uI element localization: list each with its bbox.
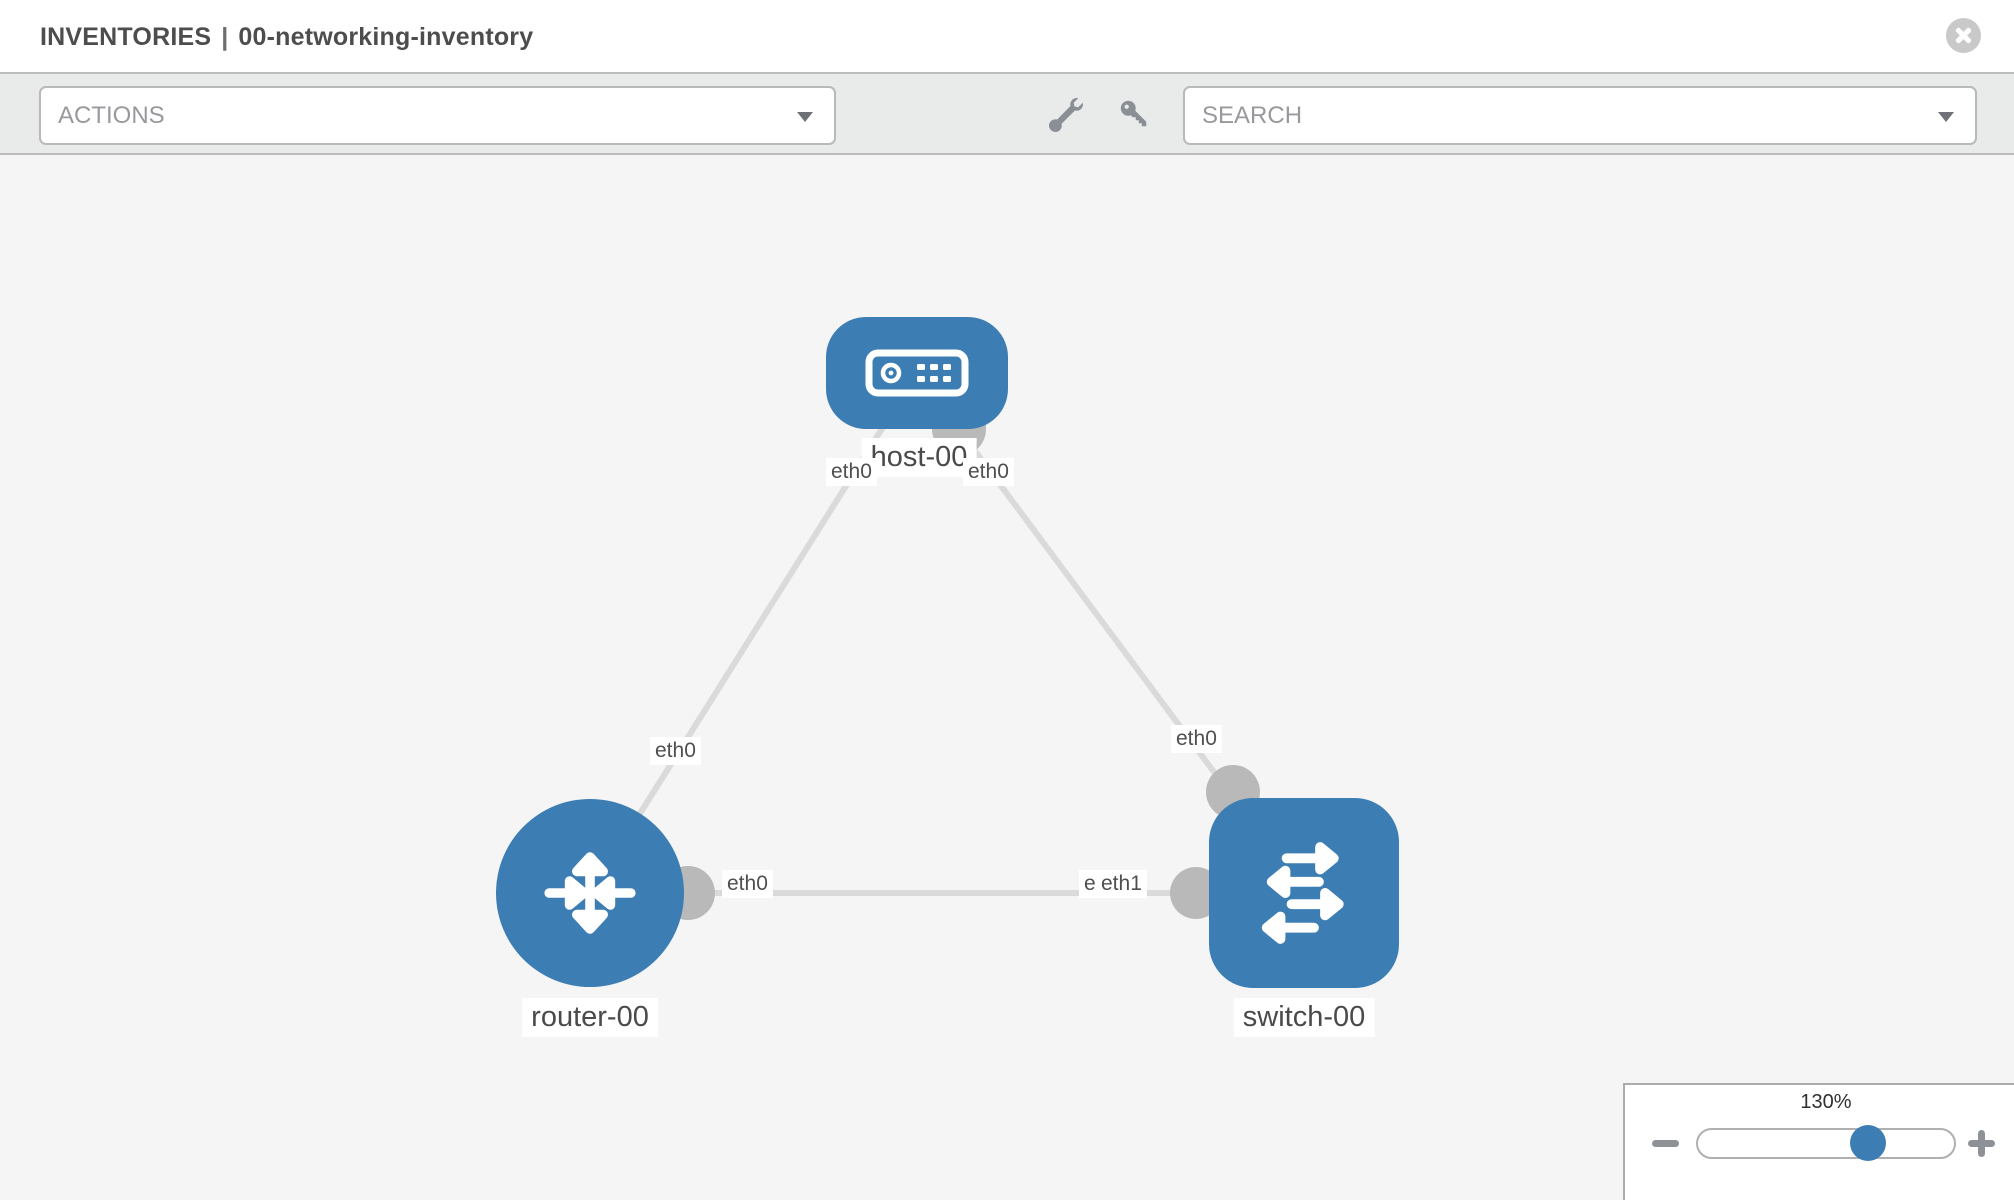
close-button[interactable]	[1946, 18, 1981, 53]
interface-label: eth0	[1171, 725, 1222, 753]
node-label-host: host-00	[861, 438, 977, 477]
topology-links-layer	[587, 371, 1307, 920]
node-switch-00[interactable]	[1209, 798, 1399, 988]
interface-label: eth0	[963, 458, 1014, 486]
zoom-slider-track[interactable]	[1696, 1125, 1956, 1161]
search-dropdown[interactable]: SEARCH	[1183, 86, 1977, 145]
minus-icon	[1652, 1140, 1679, 1147]
node-label-switch: switch-00	[1233, 998, 1375, 1037]
zoom-panel: 130%	[1623, 1083, 2014, 1200]
key-icon	[1120, 100, 1147, 127]
tools-button[interactable]	[1049, 98, 1085, 134]
section-label: INVENTORIES	[40, 23, 212, 51]
page-title: INVENTORIES | 00-networking-inventory	[40, 0, 533, 74]
interface-label: eth0	[650, 737, 701, 765]
actions-dropdown[interactable]: ACTIONS	[39, 86, 836, 145]
credentials-button[interactable]	[1118, 98, 1154, 134]
page-header: INVENTORIES | 00-networking-inventory	[0, 0, 2014, 72]
node-label-router: router-00	[522, 998, 658, 1037]
actions-dropdown-label: ACTIONS	[58, 102, 165, 129]
zoom-out-button[interactable]	[1652, 1129, 1680, 1157]
wrench-icon	[1049, 98, 1083, 132]
chevron-down-icon	[1938, 112, 1954, 122]
host-icon	[865, 349, 969, 397]
interface-label: eth0	[826, 458, 877, 486]
inventory-name: 00-networking-inventory	[238, 23, 534, 51]
switch-icon	[1261, 842, 1344, 944]
title-separator: |	[221, 23, 229, 51]
toolbar: ACTIONS SEARCH	[0, 72, 2014, 155]
zoom-slider-handle[interactable]	[1850, 1125, 1886, 1161]
interface-label: eth1	[1096, 870, 1147, 898]
zoom-level: 130%	[1800, 1091, 1852, 1113]
chevron-down-icon	[797, 112, 813, 122]
interface-label: eth0	[722, 870, 773, 898]
node-host-00[interactable]	[826, 317, 1008, 429]
topology-canvas[interactable]: host-00 router-00 switch-00 eth0 eth0 et…	[0, 155, 2014, 1200]
router-icon	[544, 852, 636, 934]
plus-icon	[1978, 1130, 1985, 1157]
node-router-00[interactable]	[496, 799, 684, 987]
zoom-in-button[interactable]	[1968, 1129, 1996, 1157]
search-dropdown-label: SEARCH	[1202, 102, 1303, 129]
